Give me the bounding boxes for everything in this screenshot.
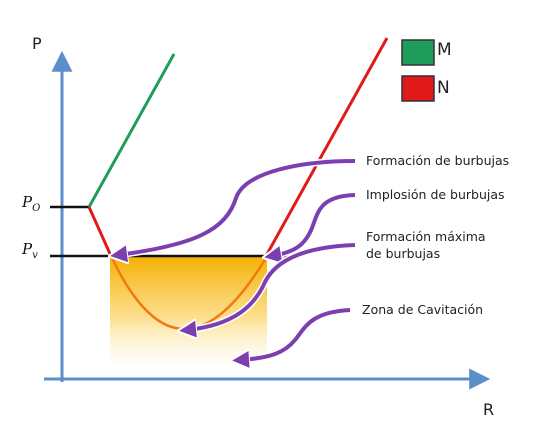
x-axis-label: R: [483, 400, 495, 419]
annotation-zona: Zona de Cavitación: [362, 302, 484, 317]
y-axis-label: P: [32, 34, 42, 53]
legend-swatch-m: [401, 39, 435, 66]
line-m: [87, 53, 176, 208]
legend-label-n: N: [437, 78, 450, 98]
line-n-right: [264, 37, 389, 257]
arrow-implosion: [272, 191, 356, 256]
annotation-formacion: Formación de burbujas: [366, 153, 510, 168]
legend-swatch-n: [401, 75, 435, 102]
annotation-maxima-line2: de burbujas: [366, 246, 441, 261]
line-n-left: [87, 206, 113, 257]
po-label: PO: [22, 193, 41, 214]
annotation-implosion: Implosión de burbujas: [366, 187, 505, 202]
arrow-maxima: [187, 241, 356, 330]
arrow-formacion: [118, 157, 356, 255]
pv-label: Pv: [22, 240, 38, 261]
legend-label-m: M: [437, 40, 452, 60]
arrow-zona: [240, 306, 351, 360]
annotation-maxima-line1: Formación máxima: [366, 229, 486, 244]
